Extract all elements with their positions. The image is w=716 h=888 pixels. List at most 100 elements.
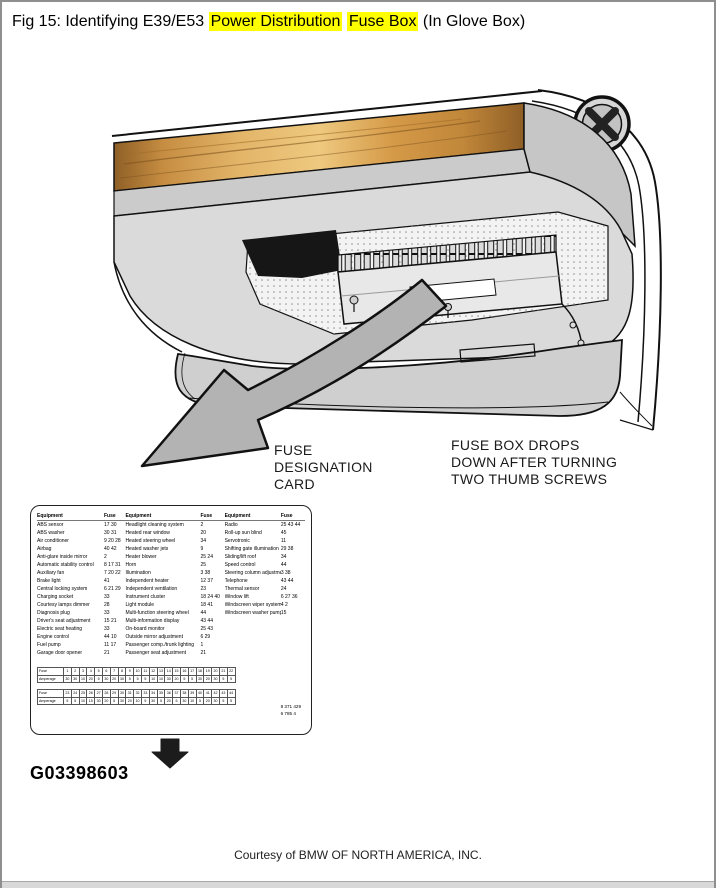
fuse-number-cell: 30 31 bbox=[104, 530, 117, 536]
fuse-grid-label: Fuse bbox=[37, 689, 64, 698]
fuse-number-cell bbox=[281, 633, 305, 641]
fuse-grid-cell: 36 bbox=[164, 689, 174, 698]
fuse-grid-cell: 20 bbox=[203, 674, 213, 683]
fuse-grid-cell: 31 bbox=[125, 689, 135, 698]
fuse-grid-cell: 30 bbox=[195, 674, 205, 683]
equipment-cell: Airbag bbox=[37, 546, 52, 552]
equipment-cell: Speed control bbox=[224, 562, 256, 568]
equipment-cell: Passenger comp./trunk lighting bbox=[125, 642, 195, 648]
fuse-grid-cell: 5 bbox=[226, 696, 236, 705]
fuse-grid-cell: 20 bbox=[164, 696, 174, 705]
fuse-grid-cell: 20 bbox=[86, 674, 96, 683]
equipment-col-header: Equipment bbox=[224, 513, 281, 521]
fuse-grid-cell: 41 bbox=[203, 689, 213, 698]
figure-title-highlight-power-distribution: Power Distribution bbox=[208, 12, 343, 31]
fuse-number-cell bbox=[281, 641, 305, 649]
fuse-number-cell: 43 44 bbox=[200, 618, 213, 624]
equipment-cell: Electric seat heating bbox=[37, 626, 83, 632]
equipment-cell: Brake light bbox=[37, 578, 61, 584]
fuse-number-cell: 21 bbox=[200, 650, 207, 656]
figure-title-highlight-fuse-box: Fuse Box bbox=[346, 12, 419, 31]
fuse-grid-cell: 5 bbox=[187, 674, 197, 683]
equipment-cell: Heated steering wheel bbox=[125, 538, 176, 544]
fuse-grid-cell: 42 bbox=[211, 689, 220, 698]
fuse-grid-cell: 21 bbox=[218, 667, 228, 676]
equipment-cell bbox=[225, 649, 281, 657]
fuse-box-drops-label: FUSE BOX DROPS DOWN AFTER TURNING TWO TH… bbox=[451, 437, 618, 487]
equipment-cell: Fuel pump bbox=[37, 642, 61, 648]
fuse-number-cell: 43 44 bbox=[280, 578, 294, 584]
fuse-grid-cell: 17 bbox=[187, 667, 197, 676]
fuse-grid-cell: 29 bbox=[109, 689, 119, 698]
fuse-grid-cell: 30 bbox=[179, 696, 189, 705]
fuse-number-cell: 3 38 bbox=[280, 570, 291, 576]
fuse-col-header: Fuse bbox=[200, 513, 225, 521]
fuse-grid-label: Amperage bbox=[37, 696, 64, 705]
fuse-col-header: Fuse bbox=[280, 513, 305, 521]
equipment-cell: Illumination bbox=[125, 570, 151, 576]
fuse-grid-cell: 13 bbox=[156, 667, 166, 676]
equipment-cell: Shifting gate illumination bbox=[224, 546, 279, 552]
fuse-number-cell: 33 bbox=[104, 610, 110, 616]
fuse-number-cell: 25 43 44 bbox=[280, 522, 301, 528]
equipment-cell: Charging socket bbox=[37, 594, 74, 600]
fuse-grid-cell: 22 bbox=[226, 667, 236, 676]
fuse-grid-cell: 1 bbox=[63, 667, 72, 676]
fuse-grid-cell: 12 bbox=[148, 667, 158, 676]
fuse-number-cell: 8 17 31 bbox=[104, 562, 121, 568]
equipment-cell: Courtesy lamps dimmer bbox=[37, 602, 90, 608]
fuse-grid-cell: 5 bbox=[156, 696, 166, 705]
fuse-number-cell: 9 bbox=[200, 546, 204, 552]
fuse-grid-cell: 30 bbox=[70, 674, 80, 683]
equipment-cell: Independent heater bbox=[125, 578, 169, 584]
fuse-grid-cell: 10 bbox=[78, 674, 88, 683]
equipment-cell: Headlight cleaning system bbox=[125, 522, 184, 528]
equipment-cell: Window lift bbox=[224, 594, 249, 600]
equipment-cell: Heater blower bbox=[125, 554, 157, 560]
equipment-cell: Radio bbox=[224, 522, 238, 528]
equipment-cell: Thermal sensor bbox=[224, 586, 260, 592]
fuse-card-part-number: 8 371 429 6 785 4 bbox=[280, 704, 301, 717]
fuse-number-cell: 29 38 bbox=[280, 546, 294, 552]
fuse-grid-cell: 43 bbox=[218, 689, 228, 698]
fuse-grid-cell: 25 bbox=[78, 689, 88, 698]
fuse-grid-cell: 10 bbox=[133, 667, 142, 676]
fuse-grid-cell: 5 bbox=[94, 667, 103, 676]
down-arrow-icon bbox=[151, 738, 189, 769]
fuse-grid-cell: 20 bbox=[109, 674, 119, 683]
arrow-to-card bbox=[140, 278, 448, 468]
equipment-cell: Heated rear window bbox=[125, 530, 170, 536]
fuse-grid-label: Fuse bbox=[37, 667, 64, 676]
fuse-grid-cell: 19 bbox=[203, 667, 213, 676]
fuse-grid-cell: 30 bbox=[211, 696, 220, 705]
equipment-cell: Roll-up sun blind bbox=[224, 530, 262, 536]
equipment-cell: On-board monitor bbox=[125, 626, 165, 632]
fuse-number-cell: 1 bbox=[200, 642, 204, 648]
equipment-cell: Garage door opener bbox=[37, 650, 83, 656]
fuse-grid-cell: 5 bbox=[125, 674, 135, 683]
fuse-grid-cell: 37 bbox=[172, 689, 181, 698]
equipment-cell: Servotronic bbox=[224, 538, 250, 544]
fuse-grid-cell: 32 bbox=[133, 689, 142, 698]
fuse-grid-cell: 18 bbox=[195, 667, 205, 676]
figure-title-text-1: Fig 15: Identifying E39/E53 bbox=[12, 13, 209, 30]
fuse-number-cell: 21 bbox=[104, 650, 110, 656]
fuse-number-cell: 44 10 bbox=[104, 634, 117, 640]
fuse-number-cell: 34 bbox=[280, 554, 287, 560]
fuse-grid-cell: 5 bbox=[140, 674, 150, 683]
equipment-cell: Central locking system bbox=[37, 586, 88, 592]
